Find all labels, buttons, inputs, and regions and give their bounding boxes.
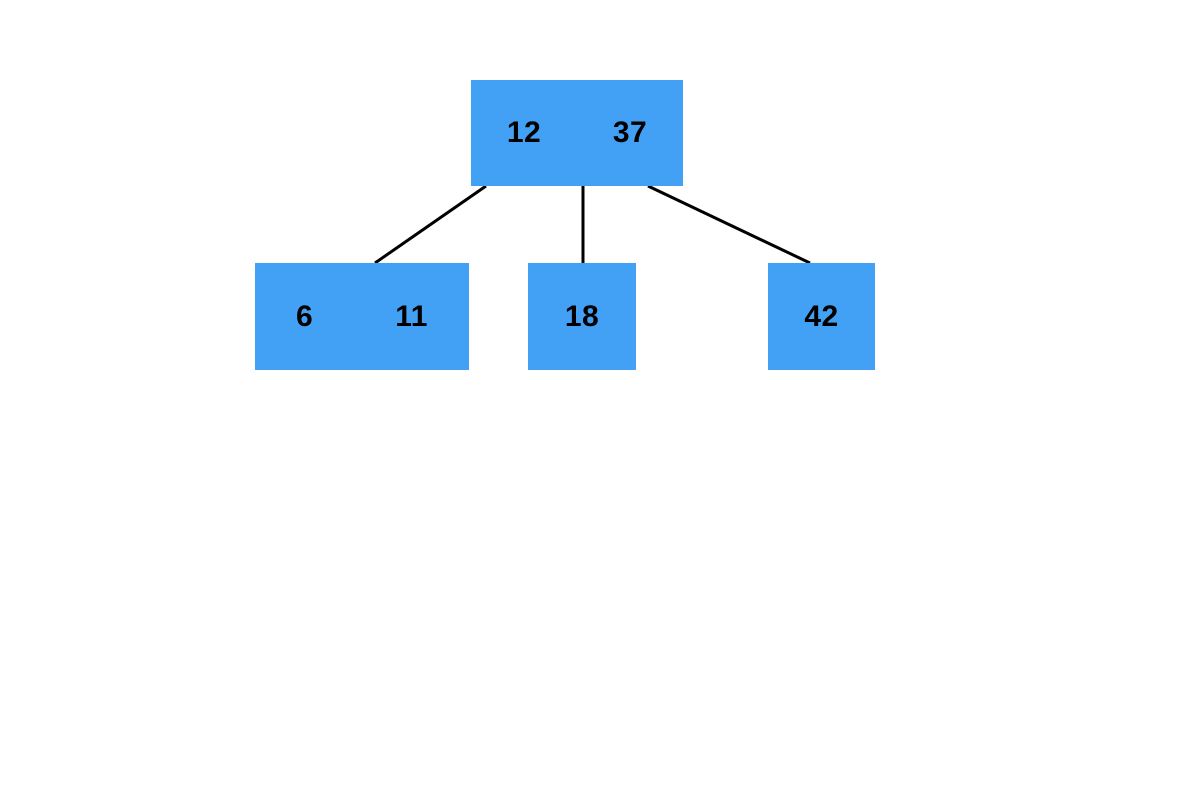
edge-root-left [374,184,487,265]
tree-node-child-left[interactable]: 6 11 [255,263,469,370]
node-key: 37 [612,116,648,149]
node-key: 18 [564,299,600,333]
node-key: 11 [395,299,428,333]
node-key: 42 [804,299,839,333]
node-key: 6 [296,299,314,333]
tree-node-child-middle[interactable]: 18 [528,263,636,370]
node-key: 12 [506,116,542,149]
tree-node-root[interactable]: 12 37 [471,80,683,186]
tree-node-child-right[interactable]: 42 [768,263,875,370]
edge-root-right [647,184,811,265]
